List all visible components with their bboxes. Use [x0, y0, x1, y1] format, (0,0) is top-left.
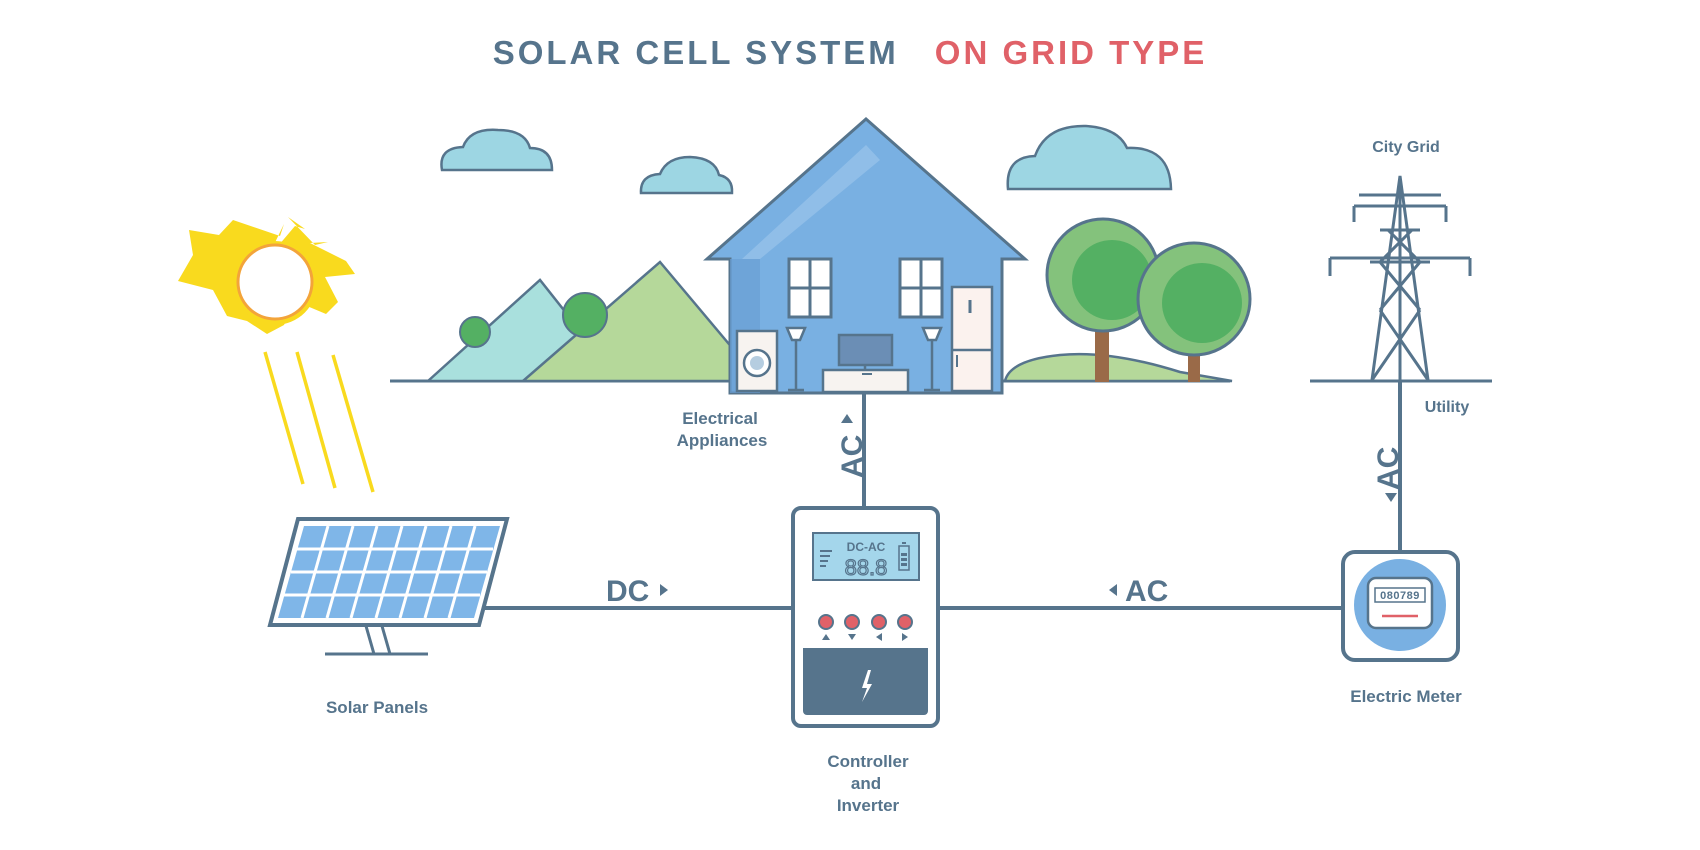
inverter-left-button[interactable]: [871, 614, 887, 630]
meter-reading: 080789: [1380, 590, 1420, 602]
up-arrow-icon: [822, 634, 830, 640]
inverter-down-button[interactable]: [844, 614, 860, 630]
ac-flow-label-utility: AC: [1372, 447, 1405, 490]
dc-flow-label: DC: [606, 575, 649, 608]
arrow-left-icon: [1109, 584, 1117, 596]
arrow-down-icon: [1385, 493, 1397, 502]
inverter-up-button[interactable]: [818, 614, 834, 630]
controller-label-line1: Controller: [827, 752, 909, 771]
lamp-icon: [921, 326, 943, 392]
window-icon: [787, 257, 833, 319]
cloud-icon: [639, 155, 734, 195]
solar-panels-label: Solar Panels: [326, 698, 428, 717]
utility-label: Utility: [1425, 399, 1470, 416]
ac-flow-label-left: AC: [1125, 575, 1168, 608]
right-arrow-icon: [902, 633, 908, 641]
cloud-icon: [1006, 124, 1173, 191]
tv-icon: [821, 333, 910, 394]
fridge-icon: [950, 285, 994, 393]
appliances-label-line1: Electrical: [682, 409, 758, 428]
down-arrow-icon: [848, 634, 856, 640]
electric-meter-icon: 080789: [1341, 550, 1460, 662]
tree-icon: [1136, 241, 1252, 382]
hills: [424, 260, 1233, 383]
lamp-icon: [785, 326, 807, 392]
appliances-label-line2: Appliances: [677, 431, 768, 450]
electric-meter-label: Electric Meter: [1350, 687, 1462, 706]
inverter-screen-title: DC-AC: [847, 540, 886, 554]
house-icon: [703, 117, 1029, 395]
title-part-1: SOLAR CELL SYSTEM: [492, 34, 899, 71]
diagram-title: SOLAR CELL SYSTEM ON GRID TYPE: [0, 34, 1700, 72]
inverter-icon: DC-AC 88.8: [791, 506, 940, 728]
lightning-icon: [862, 670, 872, 702]
solar-panel-icon: [267, 517, 510, 656]
wires: [472, 381, 1402, 610]
washing-machine-icon: [735, 329, 779, 393]
tree-icon: [1045, 217, 1161, 382]
left-arrow-icon: [876, 633, 882, 641]
arrow-right-icon: [660, 584, 668, 596]
arrow-up-icon: [841, 414, 853, 423]
ac-flow-label-house: AC: [836, 435, 869, 478]
title-part-2: ON GRID TYPE: [934, 34, 1208, 71]
city-grid-label: City Grid: [1372, 139, 1440, 156]
transmission-tower-icon: [1328, 175, 1472, 381]
inverter-right-button[interactable]: [897, 614, 913, 630]
sun-icon: [178, 217, 375, 493]
inverter-screen-value: 88.8: [845, 555, 888, 580]
cloud-icon: [440, 128, 554, 172]
window-icon: [898, 257, 944, 319]
controller-label-line3: Inverter: [837, 796, 900, 815]
controller-label-line2: and: [851, 774, 881, 793]
